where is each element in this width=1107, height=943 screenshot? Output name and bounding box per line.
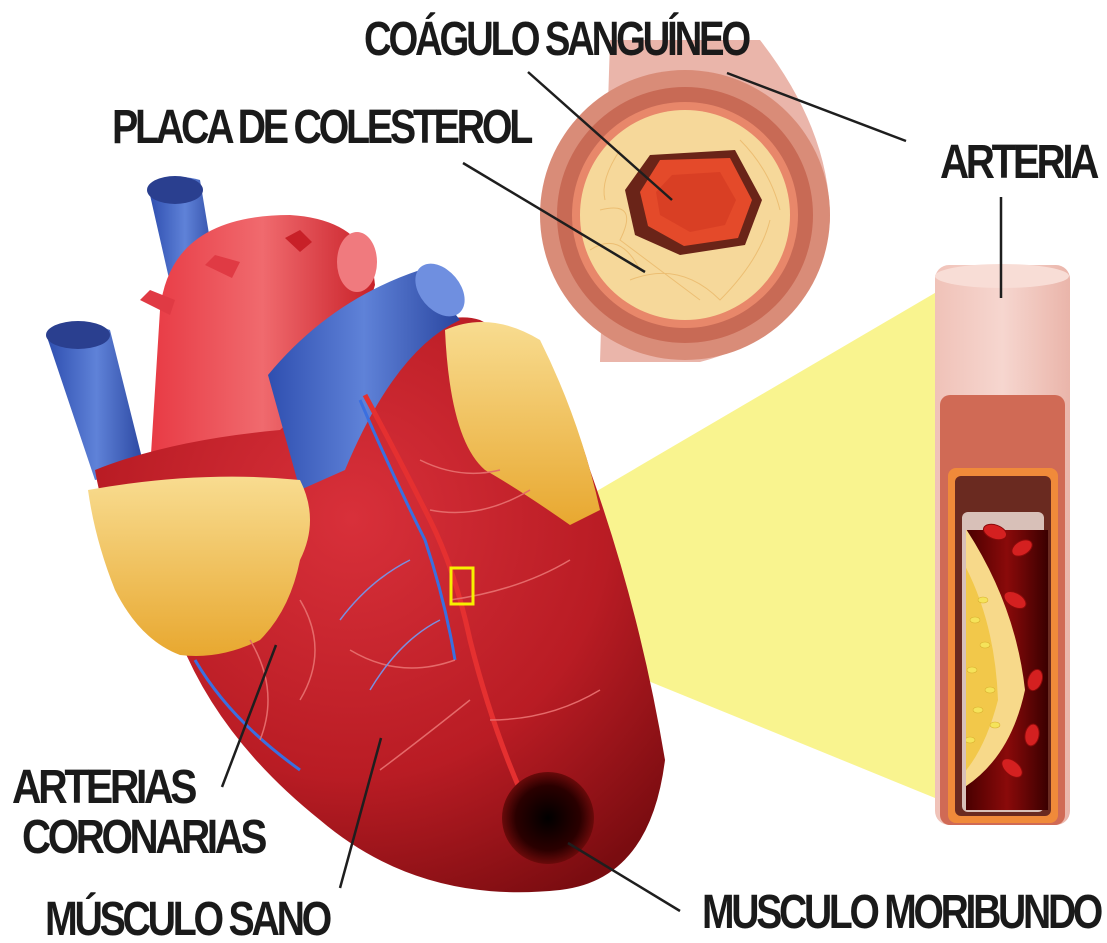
label-blood-clot: COÁGULO SANGUÍNEO bbox=[364, 12, 750, 66]
label-dying-muscle: MUSCULO MORIBUNDO bbox=[702, 886, 1102, 939]
artery-longitudinal bbox=[935, 264, 1070, 825]
label-cholesterol-plaque: PLACA DE COLESTEROL bbox=[112, 101, 532, 154]
label-artery: ARTERIA bbox=[940, 136, 1099, 189]
label-coronary-arteries-line1: ARTERIAS bbox=[12, 761, 197, 814]
label-healthy-muscle: MÚSCULO SANO bbox=[45, 891, 331, 943]
left-vein bbox=[48, 324, 145, 480]
label-coronary-arteries-line2: CORONARIAS bbox=[22, 811, 267, 864]
artery-cross-section bbox=[540, 40, 830, 362]
